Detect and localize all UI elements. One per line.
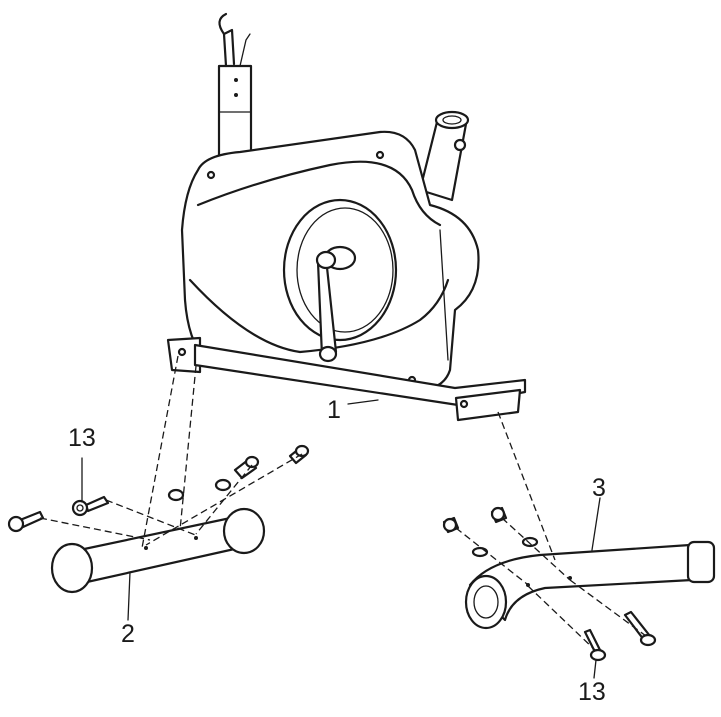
part-label-1: 1 [327,396,341,424]
crank-arm [315,245,357,363]
leader-lines [81,399,601,679]
part-label-13-left: 13 [68,424,96,452]
hardware-left [7,444,310,533]
assembly-guide-lines [39,355,647,651]
part-label-3: 3 [592,474,606,502]
handlebar-post [418,110,470,202]
part-label-13-right: 13 [578,678,606,706]
rear-stabilizer [464,540,716,630]
base-rail [166,336,527,422]
front-stabilizer [50,507,266,594]
seat-post [217,12,253,160]
part-label-2: 2 [121,620,135,648]
hardware-right [442,506,657,662]
